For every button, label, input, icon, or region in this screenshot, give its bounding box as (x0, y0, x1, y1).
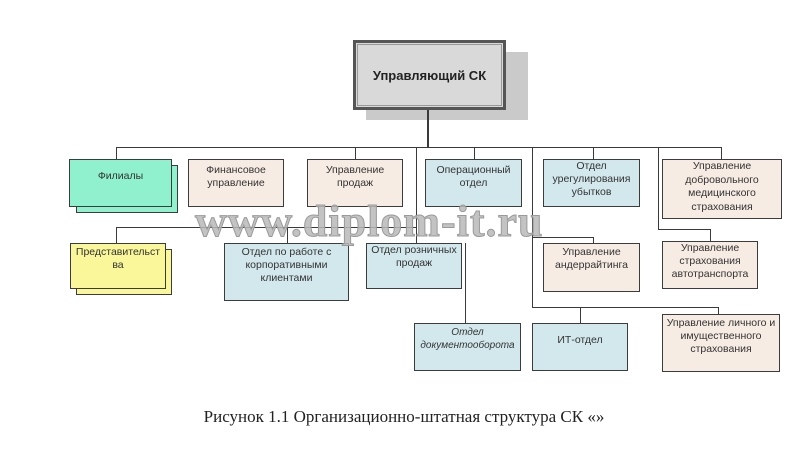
label-underwriting: Управление андеррайтинга (555, 246, 628, 271)
box-claims: Отдел урегулирования убытков (543, 159, 640, 207)
label-filialy: Филиалы (97, 170, 144, 182)
connector-drop-operations (474, 147, 475, 159)
connector-sales-branch-down (416, 147, 417, 243)
label-retail: Отдел розничных продаж (371, 244, 457, 269)
connector-drop-personal (718, 307, 719, 315)
label-sales: Управление продаж (325, 164, 385, 189)
connector-drop-it (580, 307, 581, 323)
label-personal: Управление личного и имущественного стра… (666, 317, 776, 355)
connector-underwriting-stub (532, 237, 594, 238)
box-underwriting: Управление андеррайтинга (543, 243, 640, 292)
label-finance: Финансовое управление (206, 164, 266, 189)
box-retail: Отдел розничных продаж (366, 243, 462, 289)
label-medical: Управление добровольного медицинского ст… (685, 160, 759, 213)
connector-root-down (427, 110, 429, 148)
label-docflow: Отдел документооборота (420, 327, 515, 351)
root-box-managing-company: Управляющий СК (353, 40, 506, 110)
connector-auto-stub (658, 229, 711, 230)
label-representations: Представительст ва (75, 246, 161, 271)
box-corporate: Отдел по работе с корпоративными клиента… (224, 243, 349, 301)
figure-caption: Рисунок 1.1 Организационно-штатная струк… (203, 407, 605, 426)
connector-drop-sales (355, 147, 356, 159)
root-label: Управляющий СК (372, 67, 487, 83)
box-docflow: Отдел документооборота (414, 323, 521, 371)
connector-sales-sub-bus (116, 227, 417, 228)
connector-drop-representations (116, 227, 117, 243)
box-operations: Операционный отдел (425, 159, 522, 207)
box-filialy: Филиалы (69, 159, 172, 207)
connector-claims-branch-down (532, 147, 533, 308)
box-personal: Управление личного и имущественного стра… (662, 314, 780, 372)
label-corporate: Отдел по работе с корпоративными клиента… (241, 246, 332, 284)
box-finance: Финансовое управление (188, 159, 284, 207)
connector-drop-medical (721, 147, 722, 159)
box-sales: Управление продаж (307, 159, 403, 207)
box-representations: Представительст ва (70, 243, 166, 289)
connector-retail-to-docflow (465, 243, 466, 323)
connector-drop-corporate (287, 227, 288, 243)
connector-lower-bus (532, 307, 719, 308)
connector-drop-claims (593, 147, 594, 159)
label-claims: Отдел урегулирования убытков (552, 160, 631, 198)
box-it: ИТ-отдел (532, 323, 628, 371)
connector-drop-auto (710, 229, 711, 241)
connector-drop-filialy (116, 147, 117, 159)
label-auto: Управление страхования автотранспорта (671, 242, 749, 280)
box-auto: Управление страхования автотранспорта (662, 241, 758, 289)
label-operations: Операционный отдел (436, 164, 511, 189)
connector-medical-branch-down (658, 147, 659, 229)
box-medical: Управление добровольного медицинского ст… (662, 159, 782, 219)
label-it: ИТ-отдел (557, 334, 603, 346)
connector-drop-underwriting (593, 237, 594, 243)
connector-main-bus (116, 147, 722, 148)
